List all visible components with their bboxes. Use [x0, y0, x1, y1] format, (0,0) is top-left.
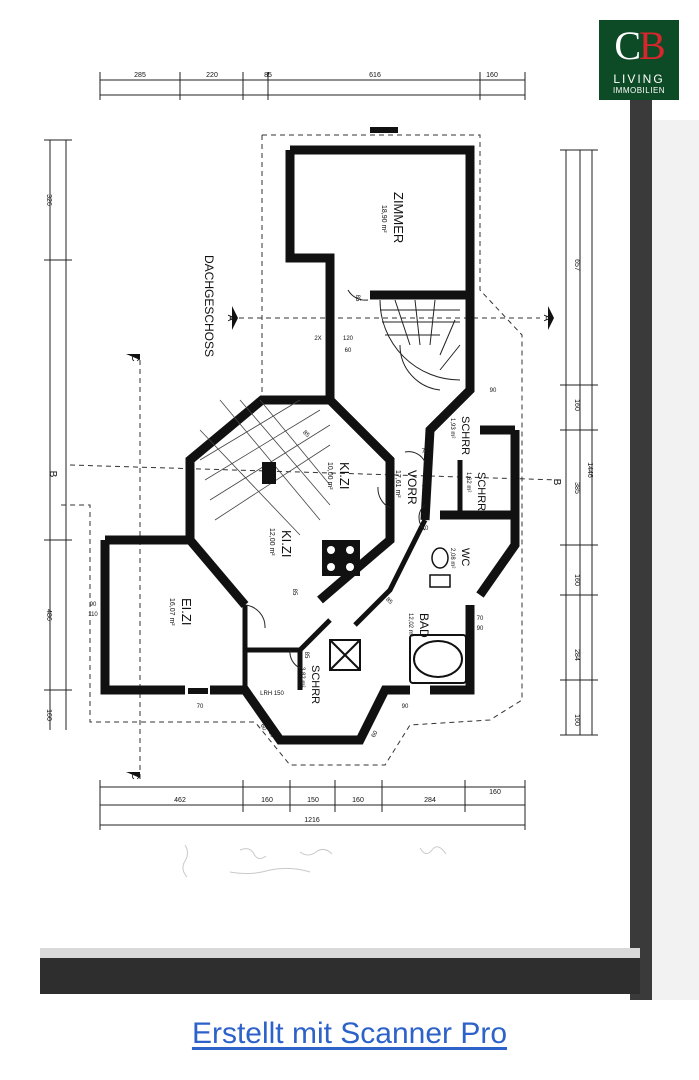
- window-marks: [188, 127, 410, 694]
- door-label: 85: [354, 295, 360, 302]
- top-dim: 220: [206, 72, 218, 79]
- logo-line1: LIVING: [613, 72, 665, 86]
- door-label: 60: [267, 730, 276, 739]
- room-area: 18,90 m²: [380, 205, 387, 233]
- shower-icon: [329, 639, 361, 671]
- left-dim: 486: [45, 609, 52, 621]
- room-name: VORR: [405, 470, 419, 505]
- room-name: SCHRR: [309, 665, 321, 704]
- scanner-pro-link[interactable]: Erstellt mit Scanner Pro: [191, 1017, 508, 1050]
- right-dim: 385: [573, 482, 580, 494]
- door-label: 90: [402, 704, 409, 710]
- door-label: 60: [345, 348, 352, 354]
- top-dim: 160: [486, 72, 498, 79]
- bottom-total: 1216: [304, 817, 320, 824]
- room-name: WC: [459, 548, 471, 566]
- plan-note: LRH 150: [260, 691, 284, 697]
- room-name: SCHRR: [459, 416, 471, 455]
- room-area: 1,93 m²: [449, 418, 455, 438]
- door-label: 120: [343, 336, 354, 342]
- scan-shadow-right: [630, 100, 652, 1000]
- left-dim: 160: [45, 709, 52, 721]
- stove-icon: [322, 540, 360, 576]
- door-label: 60: [362, 723, 371, 732]
- bottom-dim: 284: [424, 797, 436, 804]
- plan-title: DACHGESCHOSS: [202, 255, 216, 357]
- room-name: ZIMMER: [391, 192, 406, 243]
- room-area: 10,00 m²: [326, 462, 333, 490]
- right-dim: 160: [573, 399, 580, 411]
- logo-line2: IMMOBILIEN: [612, 86, 666, 95]
- right-dim: 160: [573, 714, 580, 726]
- door-label: 2X: [314, 336, 321, 342]
- door-label: 90: [490, 388, 497, 394]
- door-label: 70: [422, 486, 429, 492]
- door-label: 70: [197, 704, 204, 710]
- door-label: 70: [440, 514, 447, 520]
- toilet-icon: [429, 547, 451, 588]
- room-area: 12,02 m²: [407, 613, 413, 637]
- right-dim: 284: [573, 649, 580, 661]
- section-marker: A: [541, 315, 552, 322]
- room-area: 3,82 m²: [299, 667, 305, 687]
- door-label: 70: [422, 526, 429, 532]
- logo-monogram: CB: [614, 23, 665, 68]
- door-label: 90: [477, 626, 484, 632]
- top-dim: 285: [134, 72, 146, 79]
- door-label: 85: [303, 652, 309, 659]
- right-dim: 160: [573, 574, 580, 586]
- top-dim: 85: [264, 72, 272, 79]
- door-label: 85: [384, 489, 390, 496]
- door-label: 60: [259, 723, 268, 732]
- door-label: 110: [88, 612, 98, 618]
- room-name: KI.ZI: [337, 462, 352, 489]
- bottom-dim: 160: [489, 789, 501, 796]
- door-label: 85: [291, 589, 297, 596]
- bottom-dim: 160: [261, 797, 273, 804]
- scan-shadow-bottom: [40, 958, 640, 994]
- company-logo: CB LIVING IMMOBILIEN: [599, 20, 679, 100]
- left-dim: 326: [45, 194, 52, 206]
- bottom-dim: 150: [307, 797, 319, 804]
- door-label: 70: [477, 616, 484, 622]
- right-dim: 657: [573, 259, 580, 271]
- room-area: 12,00 m²: [268, 528, 275, 556]
- door-arcs: [244, 289, 426, 669]
- room-name: KI.ZI: [279, 530, 294, 557]
- section-marker: C: [129, 772, 140, 779]
- bottom-dim: 160: [352, 797, 364, 804]
- room-name: EI.ZI: [179, 598, 194, 625]
- right-dim: 1446: [586, 462, 593, 478]
- bottom-dim: 462: [174, 797, 186, 804]
- door-label: 60: [371, 730, 380, 739]
- room-area: 1,62 m²: [465, 472, 471, 492]
- room-area: 17,61 m²: [394, 470, 401, 498]
- room-area: 2,08 m²: [449, 548, 455, 568]
- door-label: 90: [90, 602, 97, 608]
- door-label: 85: [384, 597, 393, 606]
- room-name: SCHRR: [475, 472, 487, 511]
- section-marker: B: [47, 471, 58, 478]
- door-label: 85: [301, 430, 310, 439]
- room-area: 16,07 m²: [168, 598, 175, 626]
- section-marker: A: [225, 315, 236, 322]
- top-dim: 616: [369, 72, 381, 79]
- section-marker: B: [551, 479, 562, 486]
- bathtub-icon: [409, 634, 467, 684]
- section-marker: C: [129, 354, 140, 361]
- floor-plan-scan: 285 220 85 616 160 462 160 150 160 284 1…: [40, 72, 699, 1000]
- room-name: BAD: [417, 613, 431, 638]
- door-label: 70: [422, 449, 429, 455]
